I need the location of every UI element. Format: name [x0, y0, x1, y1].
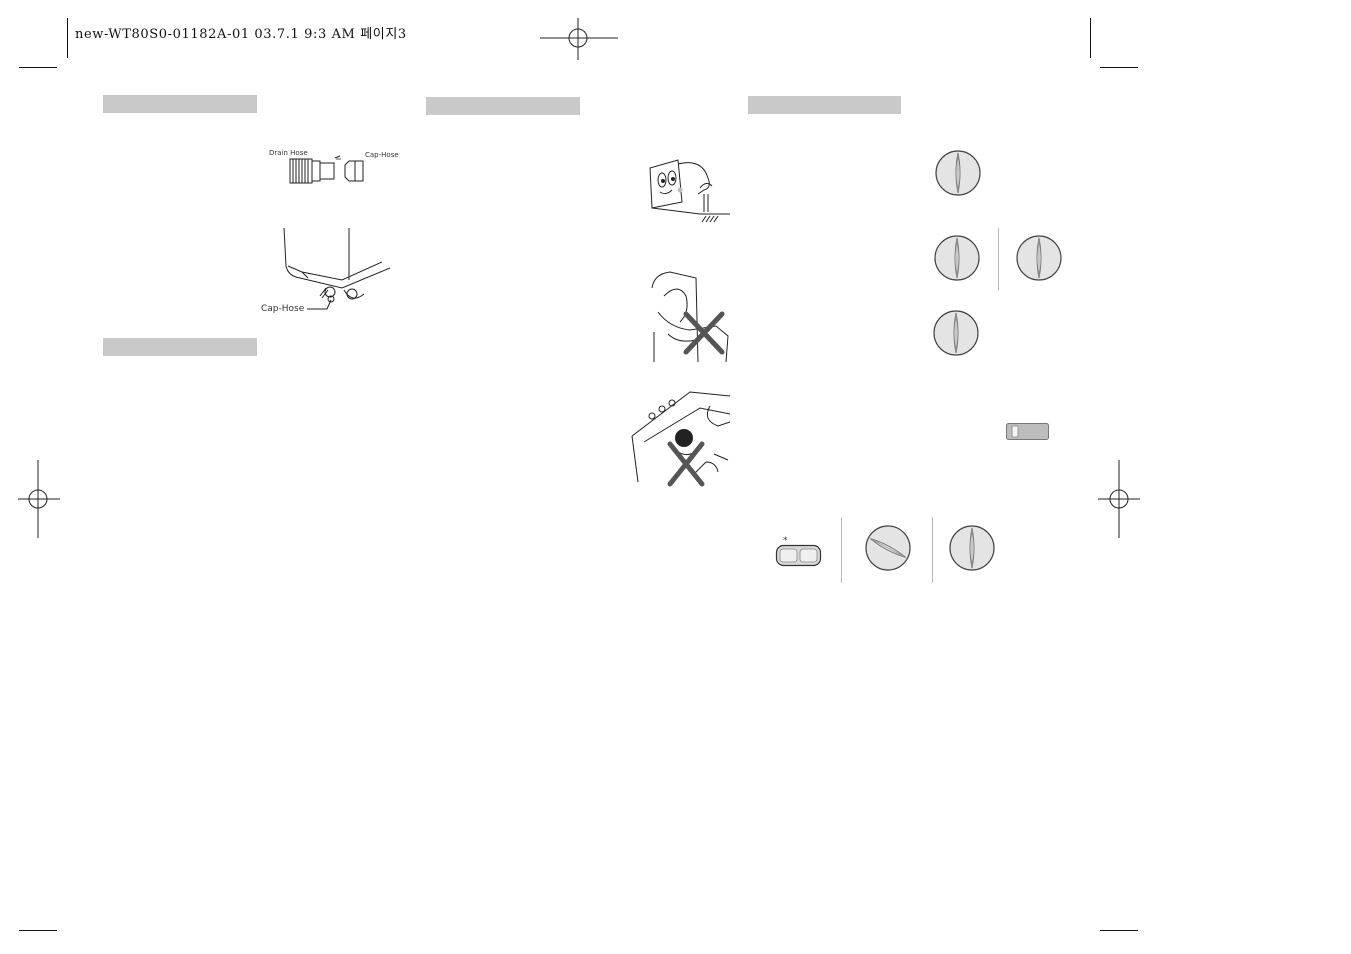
indicator-switch: [1006, 423, 1049, 440]
control-knob: [935, 150, 981, 196]
hose-connector-illustration: [289, 155, 364, 184]
control-knob-rotated: [865, 525, 911, 571]
section-heading-bar: [748, 96, 901, 114]
washer-base-cap-hose-illustration: [283, 227, 391, 300]
cap-hose-label: Cap-Hose: [261, 304, 305, 314]
child-in-washer-prohibited-illustration: [631, 391, 731, 487]
control-knob: [949, 525, 995, 571]
file-info-header: new-WT80S0-01182A-01 03.7.1 9:3 AM 페이지3: [75, 27, 407, 42]
washer-character-illustration: [649, 159, 730, 223]
push-button: [775, 544, 822, 567]
crop-mark: [19, 930, 57, 931]
registration-mark-left: [18, 460, 60, 538]
crop-mark: [19, 67, 57, 68]
cap-hose-label: Cap-Hose: [365, 151, 399, 159]
crop-mark: [67, 18, 68, 58]
control-knob: [934, 235, 980, 281]
section-heading-bar: [426, 97, 580, 115]
button-marker: *: [783, 536, 788, 546]
section-heading-bar: [103, 338, 257, 356]
crop-mark: [1100, 930, 1138, 931]
drain-hose-label: Drain Hose: [269, 149, 308, 157]
cap-hose-leader-line: [307, 295, 335, 310]
crop-mark: [1100, 67, 1138, 68]
column-divider: [841, 517, 842, 583]
control-knob: [1016, 235, 1062, 281]
registration-mark-right: [1098, 460, 1140, 538]
section-heading-bar: [103, 95, 257, 113]
column-divider: [932, 517, 933, 583]
column-divider: [998, 228, 999, 291]
crop-mark: [1090, 18, 1091, 58]
registration-mark-top: [540, 18, 618, 60]
control-knob: [933, 310, 979, 356]
hand-in-washer-prohibited-illustration: [651, 271, 729, 363]
